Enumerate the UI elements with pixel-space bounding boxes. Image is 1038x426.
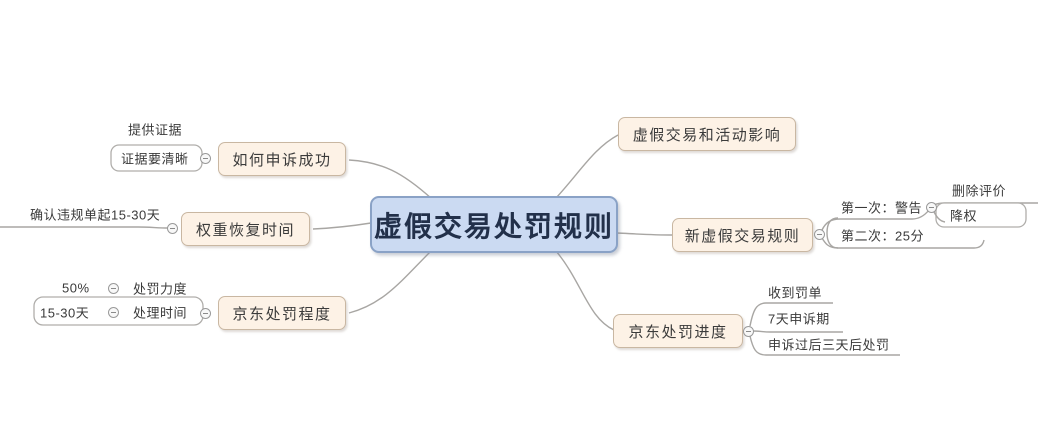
collapse-toggle-new-rules[interactable] bbox=[813, 228, 825, 240]
leaf-fifty-percent[interactable]: 50% bbox=[62, 280, 90, 296]
collapse-toggle-handle-time[interactable] bbox=[107, 306, 119, 318]
leaf-receive-ticket[interactable]: 收到罚单 bbox=[768, 285, 823, 301]
underline-second-time-top bbox=[826, 217, 839, 249]
collapse-minus-icon bbox=[110, 287, 116, 289]
leaf-second-time[interactable]: 第二次：25分 bbox=[841, 228, 924, 244]
topic-jd-penalty-progress[interactable]: 京东处罚进度 bbox=[613, 314, 743, 348]
topic-how-to-appeal[interactable]: 如何申诉成功 bbox=[218, 142, 346, 176]
collapse-toggle-penalty-strength[interactable] bbox=[107, 282, 119, 294]
underline-receive-ticket bbox=[749, 302, 833, 327]
leaf-after-appeal[interactable]: 申诉过后三天后处罚 bbox=[768, 337, 890, 353]
leaf-penalty-strength[interactable]: 处罚力度 bbox=[133, 281, 188, 297]
connector-root-how-to-appeal bbox=[348, 159, 433, 200]
connector-root-new-rules bbox=[616, 232, 674, 236]
connector-root-jd-penalty-degree bbox=[348, 249, 433, 314]
collapse-minus-icon bbox=[745, 330, 751, 332]
topic-fake-activity-impact[interactable]: 虚假交易和活动影响 bbox=[618, 117, 796, 151]
collapse-toggle-weight-recovery[interactable] bbox=[166, 222, 178, 234]
collapse-toggle-jd-penalty-degree[interactable] bbox=[199, 307, 211, 319]
collapse-toggle-jd-penalty-progress[interactable] bbox=[742, 325, 754, 337]
collapse-minus-icon bbox=[110, 311, 116, 313]
leaf-first-time[interactable]: 第一次：警告 bbox=[841, 200, 923, 216]
collapse-minus-icon bbox=[928, 206, 934, 208]
topic-weight-recovery[interactable]: 权重恢复时间 bbox=[181, 212, 310, 246]
collapse-toggle-how-to-appeal[interactable] bbox=[199, 152, 211, 164]
leaf-appeal-period[interactable]: 7天申诉期 bbox=[768, 311, 830, 327]
collapse-minus-icon bbox=[202, 312, 208, 314]
root-topic[interactable]: 虚假交易处罚规则 bbox=[370, 196, 618, 253]
topic-jd-penalty-degree[interactable]: 京东处罚程度 bbox=[218, 296, 346, 330]
leaf-delete-review[interactable]: 删除评价 bbox=[952, 183, 1007, 199]
underline-appeal-period bbox=[752, 330, 843, 333]
leaf-handle-time[interactable]: 处理时间 bbox=[133, 305, 188, 321]
leaf-days-15-30[interactable]: 15-30天 bbox=[40, 305, 90, 321]
underline-after-appeal bbox=[749, 335, 900, 356]
connector-root-weight-recovery bbox=[312, 222, 372, 230]
topic-new-rules[interactable]: 新虚假交易规则 bbox=[672, 218, 813, 252]
collapse-minus-icon bbox=[816, 233, 822, 235]
leaf-confirm-days[interactable]: 确认违规单起15-30天 bbox=[30, 207, 161, 223]
connector-new-rules-first-time bbox=[821, 209, 930, 231]
leaf-evidence-clear[interactable]: 证据要清晰 bbox=[121, 151, 189, 167]
connector-root-jd-penalty-progress bbox=[555, 250, 615, 331]
collapse-minus-icon bbox=[202, 157, 208, 159]
connector-root-fake-activity-impact bbox=[555, 134, 619, 199]
leaf-demote[interactable]: 降权 bbox=[950, 208, 978, 224]
underline-confirm-days bbox=[0, 226, 169, 229]
collapse-minus-icon bbox=[169, 227, 175, 229]
collapse-toggle-first-time[interactable] bbox=[925, 201, 937, 213]
bracket-second-time bbox=[821, 237, 985, 249]
leaf-provide-evidence[interactable]: 提供证据 bbox=[128, 122, 183, 138]
